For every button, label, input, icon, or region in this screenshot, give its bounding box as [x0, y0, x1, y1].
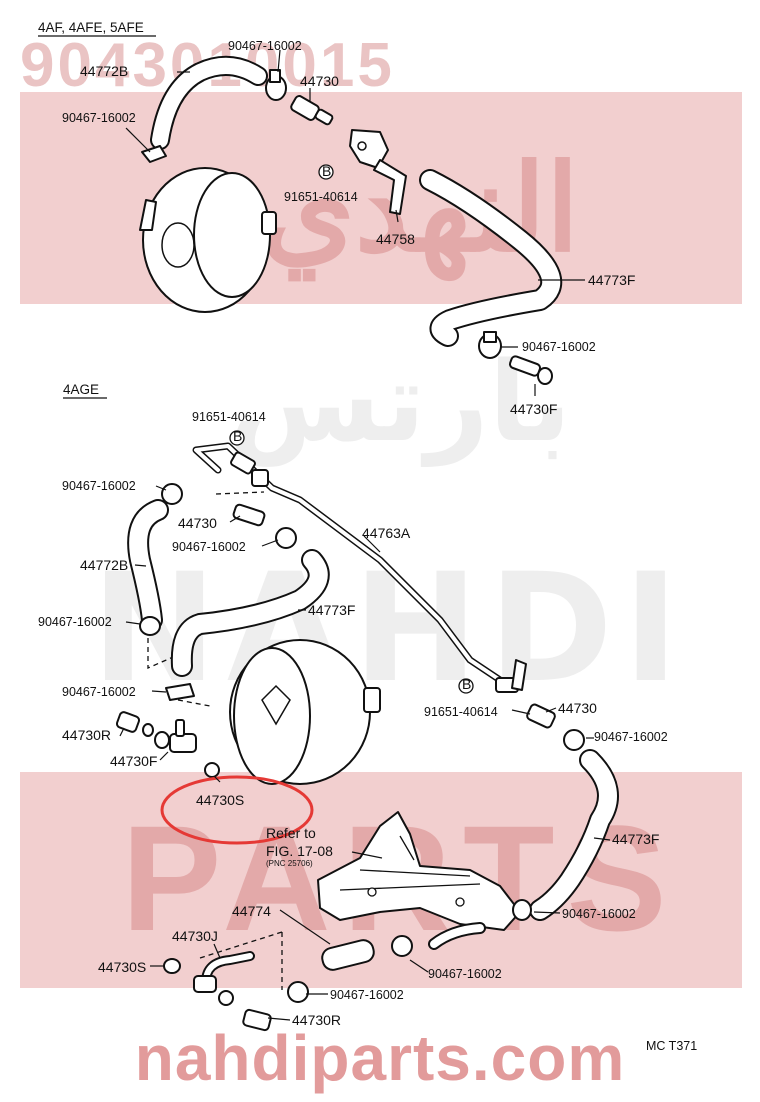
label-44730-top: 44730 [300, 73, 339, 89]
label-44772b-bottom: 44772B [80, 557, 128, 573]
brake-booster-top [139, 167, 277, 313]
label-clamp-d: 90467-16002 [62, 479, 136, 493]
clamp-bottom-2 [275, 527, 297, 549]
clamp-top-3 [478, 331, 502, 359]
label-clamp-c: 90467-16002 [522, 340, 596, 354]
bottom-section-drawing [115, 430, 619, 1032]
clamp-bottom-6 [512, 899, 532, 921]
label-clamp-g: 90467-16002 [62, 685, 136, 699]
label-44730-bottom: 44730 [178, 515, 217, 531]
label-44773f-bottom: 44773F [612, 831, 659, 847]
label-91651-bottom-1: 91651-40614 [192, 410, 266, 424]
label-44774: 44774 [232, 903, 271, 919]
label-44730f-top: 44730F [510, 401, 557, 417]
check-valve-44730-right [526, 703, 556, 729]
check-valve-44730-bottom [232, 503, 266, 527]
label-refer-figure: FIG. 17-08 [266, 843, 333, 859]
label-44730f-bottom: 44730F [110, 753, 157, 769]
label-clamp-k: 90467-16002 [330, 988, 404, 1002]
union-44730r [115, 711, 154, 737]
washer-44730s-lower [163, 958, 181, 974]
fitting-44730f-top [508, 355, 553, 385]
label-44758: 44758 [376, 231, 415, 247]
washer-44730s [204, 762, 220, 778]
bolt-b-marker-2 [229, 430, 245, 446]
label-b-mark-2: B [233, 428, 242, 444]
label-44730s-lower: 44730S [98, 959, 146, 975]
bolt-b-marker-1 [318, 164, 334, 180]
washer-lower-2 [218, 990, 234, 1006]
section-header-top: 4AF, 4AFE, 5AFE [38, 20, 144, 35]
watermark-band-top [20, 92, 742, 304]
label-b-mark-1: B [322, 163, 331, 179]
clamp-bottom-5 [563, 729, 585, 751]
watermark-site-url: nahdiparts.com [135, 1022, 626, 1094]
label-44730r: 44730R [62, 727, 111, 743]
clamp-bottom-7 [391, 935, 413, 957]
footer-figure-code: MC T371 [646, 1039, 697, 1053]
section-header-bottom: 4AGE [63, 382, 99, 397]
label-91651-top: 91651-40614 [284, 190, 358, 204]
label-clamp-a: 90467-16002 [228, 39, 302, 53]
clamp-bottom-4 [165, 683, 195, 701]
highlight-circle-44730s [160, 775, 314, 845]
label-44772b-top: 44772B [80, 63, 128, 79]
label-clamp-i: 90467-16002 [562, 907, 636, 921]
label-refer-pnc: (PNC 25706) [266, 859, 313, 868]
label-b-mark-3: B [462, 676, 471, 692]
intake-manifold-assembly [317, 811, 521, 931]
label-44730s-highlighted: 44730S [196, 792, 244, 808]
clamp-bottom-3 [139, 616, 161, 636]
tee-44730f [154, 719, 197, 753]
pipe-connector-top [230, 451, 269, 487]
brake-booster-bottom [229, 639, 381, 785]
label-91651-bottom-2: 91651-40614 [424, 705, 498, 719]
clamp-bottom-8 [287, 981, 309, 1003]
union-44730j [193, 951, 255, 993]
label-clamp-f: 90467-16002 [38, 615, 112, 629]
label-44730-right: 44730 [558, 700, 597, 716]
label-refer-to: Refer to [266, 825, 316, 841]
label-clamp-e: 90467-16002 [172, 540, 246, 554]
label-clamp-h: 90467-16002 [594, 730, 668, 744]
label-clamp-j: 90467-16002 [428, 967, 502, 981]
label-44730j: 44730J [172, 928, 218, 944]
label-clamp-b: 90467-16002 [62, 111, 136, 125]
top-section-drawing [125, 49, 585, 396]
pipe-bracket-right [495, 659, 527, 693]
check-valve-44730-top [290, 95, 334, 126]
clamp-bottom-1 [161, 483, 183, 505]
label-44763a: 44763A [362, 525, 411, 541]
label-44730r-lower: 44730R [292, 1012, 341, 1028]
plug-44774 [321, 939, 375, 971]
bolt-b-marker-3 [458, 678, 474, 694]
label-44773f-top: 44773F [588, 272, 635, 288]
bracket-44758 [349, 129, 407, 215]
label-44773f-middle: 44773F [308, 602, 355, 618]
clamp-top-1 [265, 69, 287, 101]
union-44730r-lower [242, 1008, 272, 1032]
